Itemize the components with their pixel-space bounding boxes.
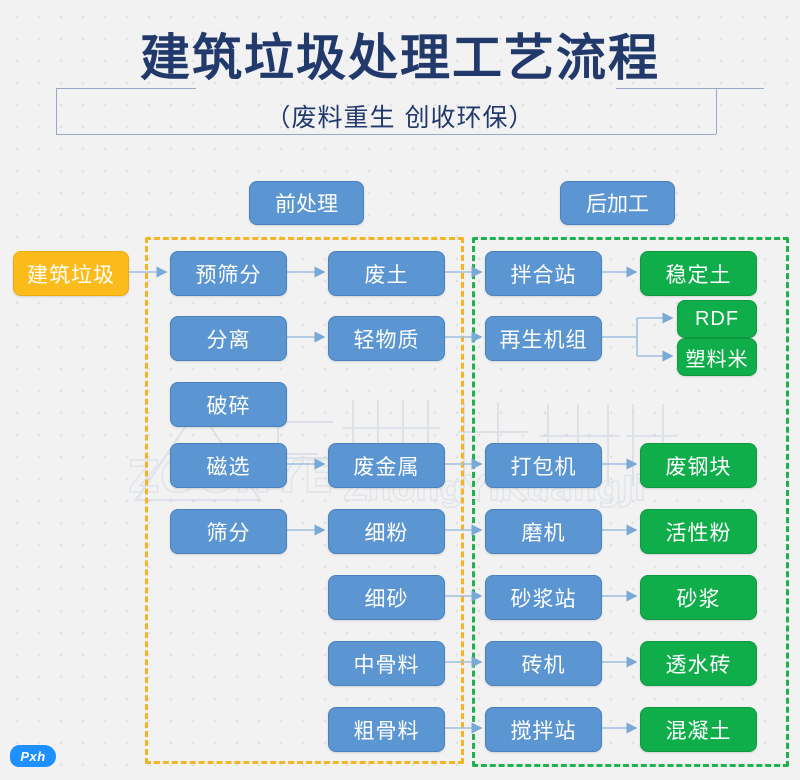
- node-pre-screening[interactable]: 预筛分: [170, 251, 287, 296]
- node-medium-aggregate[interactable]: 中骨料: [328, 641, 445, 686]
- node-separation[interactable]: 分离: [170, 316, 287, 361]
- node-concrete[interactable]: 混凝土: [640, 707, 757, 752]
- node-mortar[interactable]: 砂浆: [640, 575, 757, 620]
- node-permeable-brick[interactable]: 透水砖: [640, 641, 757, 686]
- node-mixing-station[interactable]: 拌合站: [485, 251, 602, 296]
- header-frame-left-edge: [56, 88, 57, 134]
- header-rule-left: [56, 88, 196, 89]
- zone-title-pretreatment[interactable]: 前处理: [249, 181, 364, 225]
- node-scrap-steel-block[interactable]: 废钢块: [640, 443, 757, 488]
- header-rule-right: [616, 88, 764, 89]
- header-frame-bottom-edge: [56, 134, 716, 135]
- node-baler[interactable]: 打包机: [485, 443, 602, 488]
- zone-border-postprocessing: [472, 237, 789, 767]
- node-waste-soil[interactable]: 废土: [328, 251, 445, 296]
- node-scrap-metal[interactable]: 废金属: [328, 443, 445, 488]
- node-active-powder[interactable]: 活性粉: [640, 509, 757, 554]
- node-concrete-mixing-station[interactable]: 搅拌站: [485, 707, 602, 752]
- node-fine-powder[interactable]: 细粉: [328, 509, 445, 554]
- node-mortar-station[interactable]: 砂浆站: [485, 575, 602, 620]
- node-crushing[interactable]: 破碎: [170, 382, 287, 427]
- zone-border-pretreatment: [145, 237, 464, 764]
- header-frame-right-edge: [716, 88, 717, 134]
- node-screening[interactable]: 筛分: [170, 509, 287, 554]
- page-subtitle: （废料重生 创收环保）: [265, 103, 535, 132]
- node-stabilized-soil[interactable]: 稳定土: [640, 251, 757, 296]
- node-plastic-pellets[interactable]: 塑料米: [677, 338, 757, 376]
- page-title: 建筑垃圾处理工艺流程: [140, 29, 660, 87]
- node-grinding-mill[interactable]: 磨机: [485, 509, 602, 554]
- zone-title-postprocessing[interactable]: 后加工: [560, 181, 675, 225]
- node-brick-machine[interactable]: 砖机: [485, 641, 602, 686]
- node-coarse-aggregate[interactable]: 粗骨料: [328, 707, 445, 752]
- node-rdf[interactable]: RDF: [677, 300, 757, 338]
- node-magnetic-separation[interactable]: 磁选: [170, 443, 287, 488]
- node-construction-waste[interactable]: 建筑垃圾: [13, 251, 129, 296]
- node-fine-sand[interactable]: 细砂: [328, 575, 445, 620]
- node-light-material[interactable]: 轻物质: [328, 316, 445, 361]
- node-recycling-unit[interactable]: 再生机组: [485, 316, 602, 361]
- pxh-badge: Pxh: [10, 745, 56, 767]
